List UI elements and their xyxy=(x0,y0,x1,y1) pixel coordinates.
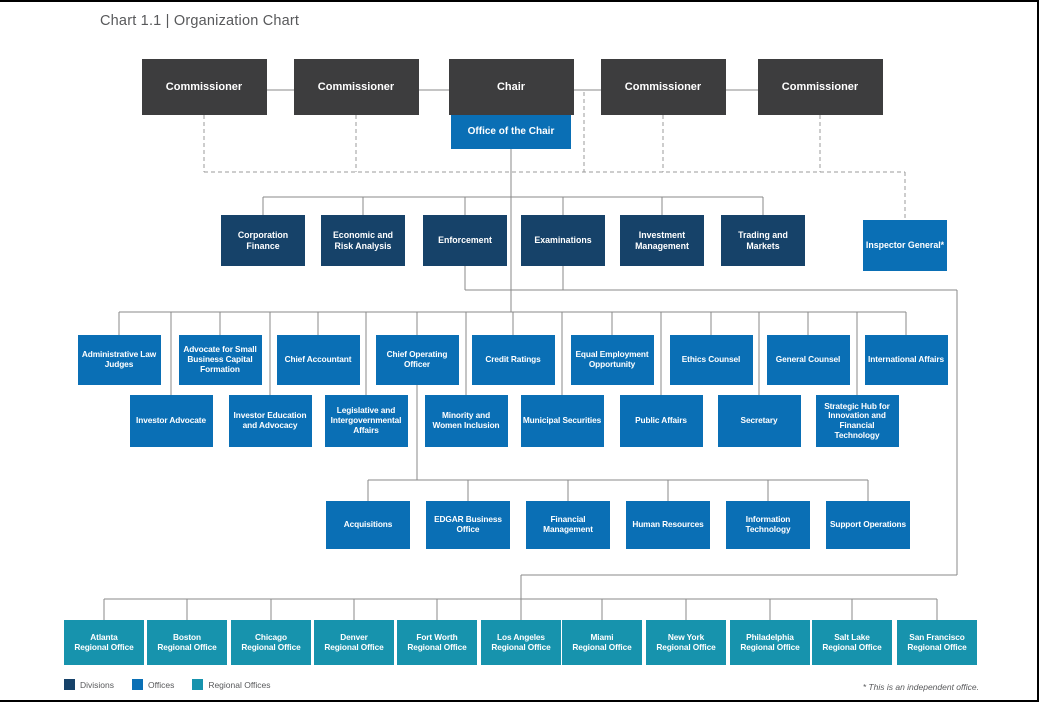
node-international-affairs: International Affairs xyxy=(864,335,948,385)
node-inspector-general: Inspector General* xyxy=(863,220,947,271)
node-acquisitions: Acquisitions xyxy=(326,501,410,549)
node-equal-employment-opportunity: Equal Employment Opportunity xyxy=(570,335,654,385)
legend: Divisions Offices Regional Offices xyxy=(64,679,271,690)
node-investment-management: Investment Management xyxy=(620,215,704,266)
node-support-operations: Support Operations xyxy=(826,501,910,549)
node-enforcement: Enforcement xyxy=(423,215,507,266)
independent-office-footnote: * This is an independent office. xyxy=(862,682,979,692)
legend-label: Divisions xyxy=(80,679,115,690)
node-chicago-regional-office: Chicago Regional Office xyxy=(231,620,311,665)
legend-item-divisions: Divisions xyxy=(64,679,114,690)
node-economic-and-risk-analysis: Economic and Risk Analysis xyxy=(321,215,405,266)
legend-label: Regional Offices xyxy=(208,679,271,690)
node-commissioner: Commissioner xyxy=(141,59,267,115)
node-general-counsel: General Counsel xyxy=(766,335,850,385)
node-advocate-for-small-business-capital-formation: Advocate for Small Business Capital Form… xyxy=(178,335,262,385)
node-strategic-hub-for-innovation-and-financial-technology: Strategic Hub for Innovation and Financi… xyxy=(815,395,899,447)
node-office-of-the-chair: Office of the Chair xyxy=(451,115,571,149)
node-human-resources: Human Resources xyxy=(626,501,710,549)
legend-swatch-offices xyxy=(132,679,144,690)
node-edgar-business-office: EDGAR Business Office xyxy=(426,501,510,549)
node-investor-education-and-advocacy: Investor Education and Advocacy xyxy=(228,395,312,447)
legend-item-offices: Offices xyxy=(132,679,174,690)
node-administrative-law-judges: Administrative Law Judges xyxy=(77,335,161,385)
node-chief-accountant: Chief Accountant xyxy=(276,335,360,385)
node-secretary: Secretary xyxy=(717,395,801,447)
node-ethics-counsel: Ethics Counsel xyxy=(669,335,753,385)
node-credit-ratings: Credit Ratings xyxy=(471,335,555,385)
node-municipal-securities: Municipal Securities xyxy=(520,395,604,447)
node-minority-and-women-inclusion: Minority and Women Inclusion xyxy=(424,395,508,447)
legend-swatch-regional-offices xyxy=(192,679,204,690)
node-examinations: Examinations xyxy=(521,215,605,266)
node-atlanta-regional-office: Atlanta Regional Office xyxy=(64,620,144,665)
legend-swatch-divisions xyxy=(64,679,75,690)
legend-item-regional-offices: Regional Offices xyxy=(192,679,271,690)
node-boston-regional-office: Boston Regional Office xyxy=(147,620,227,665)
node-new-york-regional-office: New York Regional Office xyxy=(646,620,726,665)
node-philadelphia-regional-office: Philadelphia Regional Office xyxy=(730,620,810,665)
node-salt-lake-regional-office: Salt Lake Regional Office xyxy=(812,620,892,665)
node-commissioner: Commissioner xyxy=(757,59,883,115)
node-information-technology: Information Technology xyxy=(726,501,810,549)
node-fort-worth-regional-office: Fort Worth Regional Office xyxy=(397,620,477,665)
legend-label: Offices xyxy=(148,679,175,690)
node-trading-and-markets: Trading and Markets xyxy=(721,215,805,266)
node-commissioner: Commissioner xyxy=(600,59,726,115)
node-legislative-and-intergovernmental-affairs: Legislative and Intergovernmental Affair… xyxy=(324,395,408,447)
node-chair: Chair xyxy=(448,59,574,115)
node-commissioner: Commissioner xyxy=(293,59,419,115)
node-investor-advocate: Investor Advocate xyxy=(129,395,213,447)
node-public-affairs: Public Affairs xyxy=(619,395,703,447)
node-denver-regional-office: Denver Regional Office xyxy=(314,620,394,665)
node-chief-operating-officer: Chief Operating Officer xyxy=(375,335,459,385)
node-corporation-finance: Corporation Finance xyxy=(221,215,305,266)
node-san-francisco-regional-office: San Francisco Regional Office xyxy=(897,620,977,665)
node-los-angeles-regional-office: Los Angeles Regional Office xyxy=(481,620,561,665)
node-financial-management: Financial Management xyxy=(526,501,610,549)
chart-title: Chart 1.1 | Organization Chart xyxy=(100,13,300,29)
node-miami-regional-office: Miami Regional Office xyxy=(562,620,642,665)
